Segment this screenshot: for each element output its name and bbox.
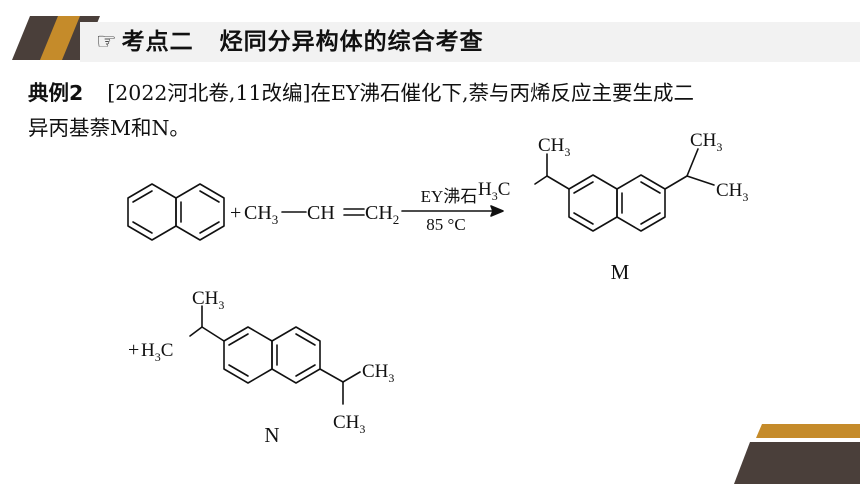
product-m-label: M <box>611 260 630 284</box>
n-ch3-top: CH3 <box>192 288 224 312</box>
m-ch3-top-right: CH3 <box>690 130 722 154</box>
problem-line-2: 异丙基萘M和N。 <box>28 116 190 140</box>
m-ch3-top-left: CH3 <box>538 135 570 159</box>
problem-line-1: 典例2 [2022河北卷,11改编]在EY沸石催化下,萘与丙烯反应主要生成二 <box>28 76 828 111</box>
section-number: 考点二 <box>121 29 194 55</box>
example-label: 典例2 <box>28 81 84 105</box>
naphthalene-structure <box>127 183 225 241</box>
corner-decoration-top <box>12 16 100 60</box>
n-ch3-bottom: CH3 <box>333 412 365 436</box>
temperature-label: 85 °C <box>426 215 465 234</box>
product-n-label: N <box>264 423 279 447</box>
propene-ch: CH <box>307 202 335 224</box>
propene-ch2: CH2 <box>365 202 399 227</box>
n-ch3-right: CH3 <box>362 361 394 385</box>
n-h3c-left: H3C <box>141 340 173 364</box>
section-heading: 烃同分异构体的综合考查 <box>219 29 484 55</box>
product-n-structure <box>189 305 361 405</box>
plus-sign-n: + <box>128 339 139 361</box>
product-m-structure <box>534 148 715 232</box>
catalyst-label: EY沸石 <box>421 187 478 206</box>
pointing-hand-icon: ☞ <box>96 29 118 55</box>
problem-statement: 典例2 [2022河北卷,11改编]在EY沸石催化下,萘与丙烯反应主要生成二 异丙… <box>28 76 828 146</box>
m-ch3-right: CH3 <box>716 180 748 204</box>
m-h3c-left: H3C <box>478 179 510 203</box>
propene-ch3: CH3 <box>244 202 278 227</box>
corner-decoration-bottom <box>734 424 860 484</box>
section-title: ☞考点二烃同分异构体的综合考查 <box>96 25 484 59</box>
problem-source: [2022河北卷,11改编] <box>107 81 311 105</box>
plus-sign: + <box>230 202 241 224</box>
section-title-bar <box>80 22 860 62</box>
problem-text-1: 在EY沸石催化下,萘与丙烯反应主要生成二 <box>310 81 695 105</box>
